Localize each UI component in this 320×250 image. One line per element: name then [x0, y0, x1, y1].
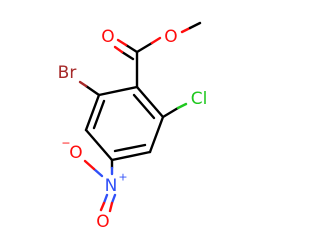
nitro-oxygen-minus-label: O [69, 143, 82, 163]
methyl-ester-group: O O [101, 21, 202, 89]
bromo-substituent: Br [58, 63, 101, 97]
ring-bond-c5-c4 [110, 150, 152, 162]
carbonyl-oxygen-label: O [101, 27, 114, 47]
bond-ester-o-methyl-half [180, 26, 192, 34]
bond-o-minus-half [83, 159, 96, 171]
bond-ester-o-half [150, 36, 162, 45]
ring-bond-c2-c1 [97, 85, 139, 97]
bond-n-o-double-a [102, 193, 109, 205]
molecule-diagram: O O Br Cl N + O − O [58, 21, 208, 233]
ring-bond-c1-c6 [135, 85, 165, 119]
bromine-label: Br [58, 63, 77, 83]
bond-carbonyl-double-b [120, 50, 135, 61]
nitrogen-charge: + [118, 171, 127, 184]
structure-canvas: O O Br Cl N + O − O [58, 21, 208, 233]
bond-ring-br [84, 84, 101, 97]
chlorine-label: Cl [191, 89, 208, 109]
bond-ring-cl [161, 106, 180, 119]
bond-carbonyl-ester-o [135, 41, 154, 54]
bond-cl-half [176, 102, 188, 110]
bond-methyl [188, 21, 202, 30]
chloro-substituent: Cl [161, 89, 208, 119]
bond-carbonyl-o-b [113, 45, 124, 54]
ring-bond-c4-c3 [84, 128, 114, 162]
bond-n-o-minus-half [92, 167, 104, 178]
bond-o-double-b [108, 201, 114, 213]
bond-carbonyl-o-a [116, 38, 128, 47]
bond-br-half [78, 80, 88, 88]
bond-carbonyl-double-a [124, 43, 139, 54]
benzene-ring [84, 85, 165, 162]
nitro-oxygen-charge: − [61, 137, 70, 150]
nitro-oxygen-label: O [96, 212, 109, 232]
ring-double-bond-inner [92, 99, 106, 130]
ring-bond-c6-c5 [148, 115, 165, 154]
bond-o-double-a [99, 201, 106, 212]
ester-oxygen-label: O [164, 27, 177, 47]
nitrogen-label: N [105, 176, 118, 196]
ring-bond-c3-c2 [84, 93, 101, 132]
nitro-group: N + O − O [61, 137, 127, 233]
ring-double-bond-inner [113, 143, 147, 153]
ring-double-bond-inner [132, 93, 156, 120]
bond-n-o-double-b [110, 193, 117, 205]
